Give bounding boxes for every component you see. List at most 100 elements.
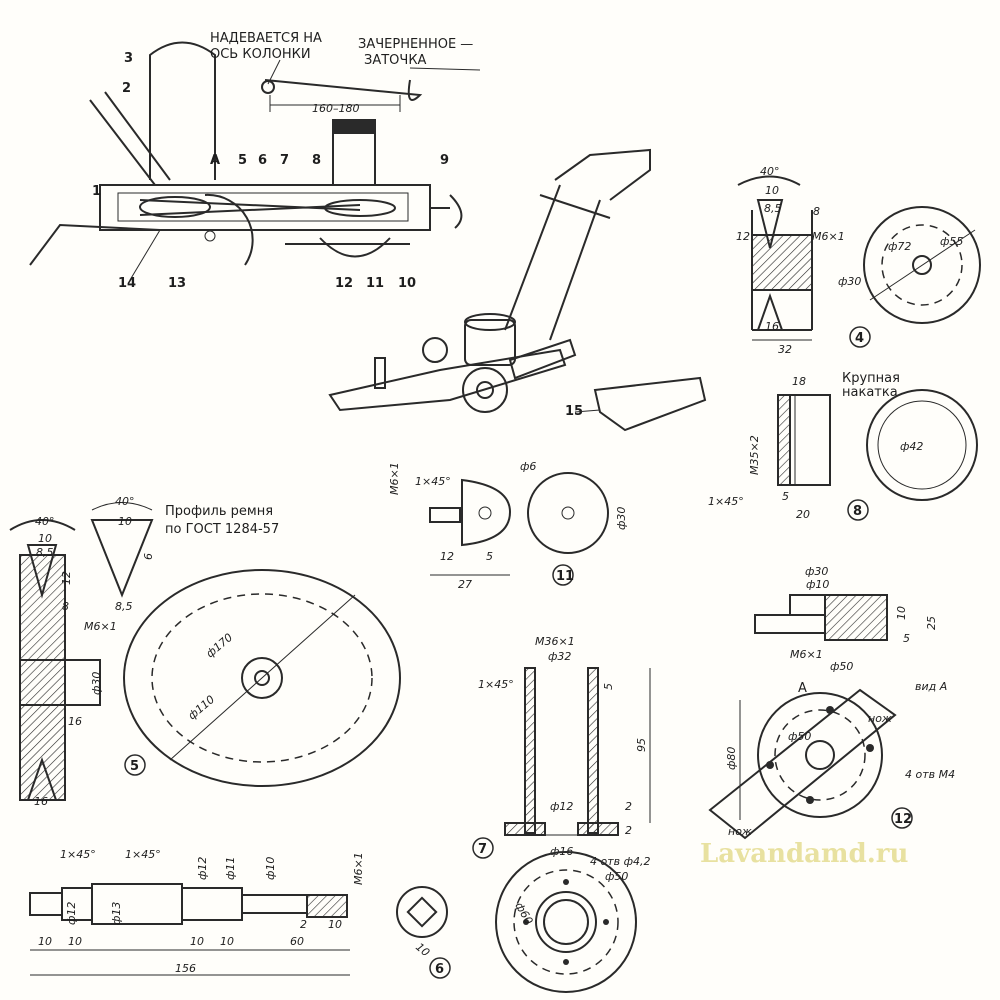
blade-leader [129, 229, 161, 281]
belt [139, 199, 361, 216]
part8-d18: 18 [792, 375, 806, 388]
part6-d12: ф12 [65, 902, 78, 925]
label-15: 15 [565, 404, 583, 419]
part12-d80: ф80 [725, 747, 738, 770]
part12-holes: 4 отв М4 [905, 768, 955, 781]
part8-d42: ф42 [900, 440, 923, 453]
mower-column [374, 357, 386, 389]
shaft-seg-3 [91, 883, 183, 925]
label-12: 12 [335, 276, 353, 291]
assembly-view: 160–180 НАДЕВАЕТСЯ НА ОСЬ КОЛОНКИ ЗАЧЕРН… [29, 31, 583, 419]
mower-crossbar [539, 194, 611, 219]
part4-front-view [863, 206, 981, 324]
part8-d5: 5 [782, 490, 789, 503]
part12-knife-bottom: нож [728, 825, 752, 838]
shaft-seg-1 [29, 892, 63, 916]
part6-d10a: 10 [38, 935, 52, 948]
mower-motor-top [464, 313, 516, 331]
motor-body [149, 41, 216, 180]
frame [99, 184, 431, 231]
part7-wall-left [524, 667, 536, 834]
label-A: А [210, 153, 220, 168]
part-11-drawing: М6×1 1×45° ф6 12 5 27 ф30 11 [388, 460, 628, 591]
part4-d10: 10 [765, 184, 779, 197]
part12-number: 12 [894, 812, 912, 827]
part4-number: 4 [855, 331, 864, 346]
part8-note-2: накатка [842, 385, 898, 400]
part4-d72: ф72 [888, 240, 911, 253]
part11-d5: 5 [486, 550, 493, 563]
mower-wheel-rear [462, 367, 508, 413]
part7-front-view [495, 851, 637, 993]
part5-d16a: 16 [68, 715, 82, 728]
part6-d10b: 10 [68, 935, 82, 948]
part4-d30: ф30 [838, 275, 861, 288]
part6-d10f: 10 [413, 940, 432, 959]
part8-chamfer: 1×45° [708, 495, 744, 508]
part11-chamfer: 1×45° [415, 475, 451, 488]
part6-d10: ф10 [264, 857, 277, 880]
label-13: 13 [168, 276, 186, 291]
part7-d5: 5 [602, 683, 615, 690]
label-6: 6 [258, 153, 267, 168]
profile-d85: 8,5 [115, 600, 133, 613]
mower-guard [508, 338, 577, 380]
part6-chamfer1: 1×45° [60, 848, 96, 861]
part11-stud [429, 507, 461, 523]
part11-thread: М6×1 [388, 462, 401, 495]
part4-thread: М6×1 [812, 230, 845, 243]
shaft-seg-5 [241, 894, 308, 914]
part12-front-view [757, 692, 883, 818]
label-5: 5 [238, 153, 247, 168]
part-5-drawing: 40° 10 8,5 12 8 М6×1 ф30 16 16 40° 10 6 … [9, 495, 401, 808]
part12-d10: ф10 [806, 578, 829, 591]
mower-wheel-front [422, 337, 448, 363]
profile-d10: 10 [118, 515, 132, 528]
mower-motor [464, 319, 516, 366]
knife-hole [261, 80, 275, 94]
part12-knife-top: нож [868, 712, 892, 725]
part5-groove-bottom [27, 756, 57, 801]
mower-deck [328, 348, 567, 412]
part5-d85: 8,5 [36, 546, 54, 559]
part5-d170: ф170 [204, 631, 236, 661]
frame-inner [117, 192, 409, 222]
profile-note-2: по ГОСТ 1284-57 [165, 522, 279, 537]
part5-d8: 8 [62, 600, 69, 613]
profile-angle: 40° [115, 495, 135, 508]
part4-d8: 8 [813, 205, 820, 218]
part12-flange [754, 614, 826, 634]
part-12-drawing: ф30 ф10 10 25 5 М6×1 ф50 А вид А ф80 ф50… [708, 565, 955, 840]
part6-end-view [396, 886, 448, 938]
part6-d10c: 10 [190, 935, 204, 948]
part7-number: 7 [478, 842, 487, 857]
note-axis-2: ОСЬ КОЛОНКИ [210, 47, 311, 62]
part7-d95: 95 [635, 738, 648, 752]
part6-d12a: ф12 [196, 857, 209, 880]
guard-cup [319, 237, 391, 258]
part5-d12: 12 [60, 571, 73, 585]
part5-front-view [123, 569, 401, 787]
part4-d85: 8,5 [764, 202, 782, 215]
part12-d25: 25 [925, 616, 938, 630]
note-sharp-2: ЗАТОЧКА [364, 53, 427, 68]
label-10: 10 [398, 276, 416, 291]
part-6-drawing: 1×45° 1×45° ф12 ф11 ф10 М6×1 ф12 ф13 10 … [29, 848, 451, 979]
part8-note-1: Крупная [842, 371, 900, 386]
part11-head [461, 478, 512, 547]
column-knurl [333, 120, 375, 134]
shaft-thread [306, 894, 348, 918]
part7-holes: 4 отв ф4,2 [590, 855, 651, 868]
part8-front-view [866, 389, 978, 501]
mower-handle-bars [504, 184, 601, 341]
part5-thread: М6×1 [84, 620, 117, 633]
wheel-axle [204, 230, 216, 242]
wheel-arc [204, 193, 254, 266]
part12-d30: ф30 [805, 565, 828, 578]
part12-knife [708, 688, 897, 840]
part8-number: 8 [853, 504, 862, 519]
part7-chamfer: 1×45° [478, 678, 514, 691]
part11-d6: ф6 [520, 460, 536, 473]
part4-section [751, 234, 813, 291]
